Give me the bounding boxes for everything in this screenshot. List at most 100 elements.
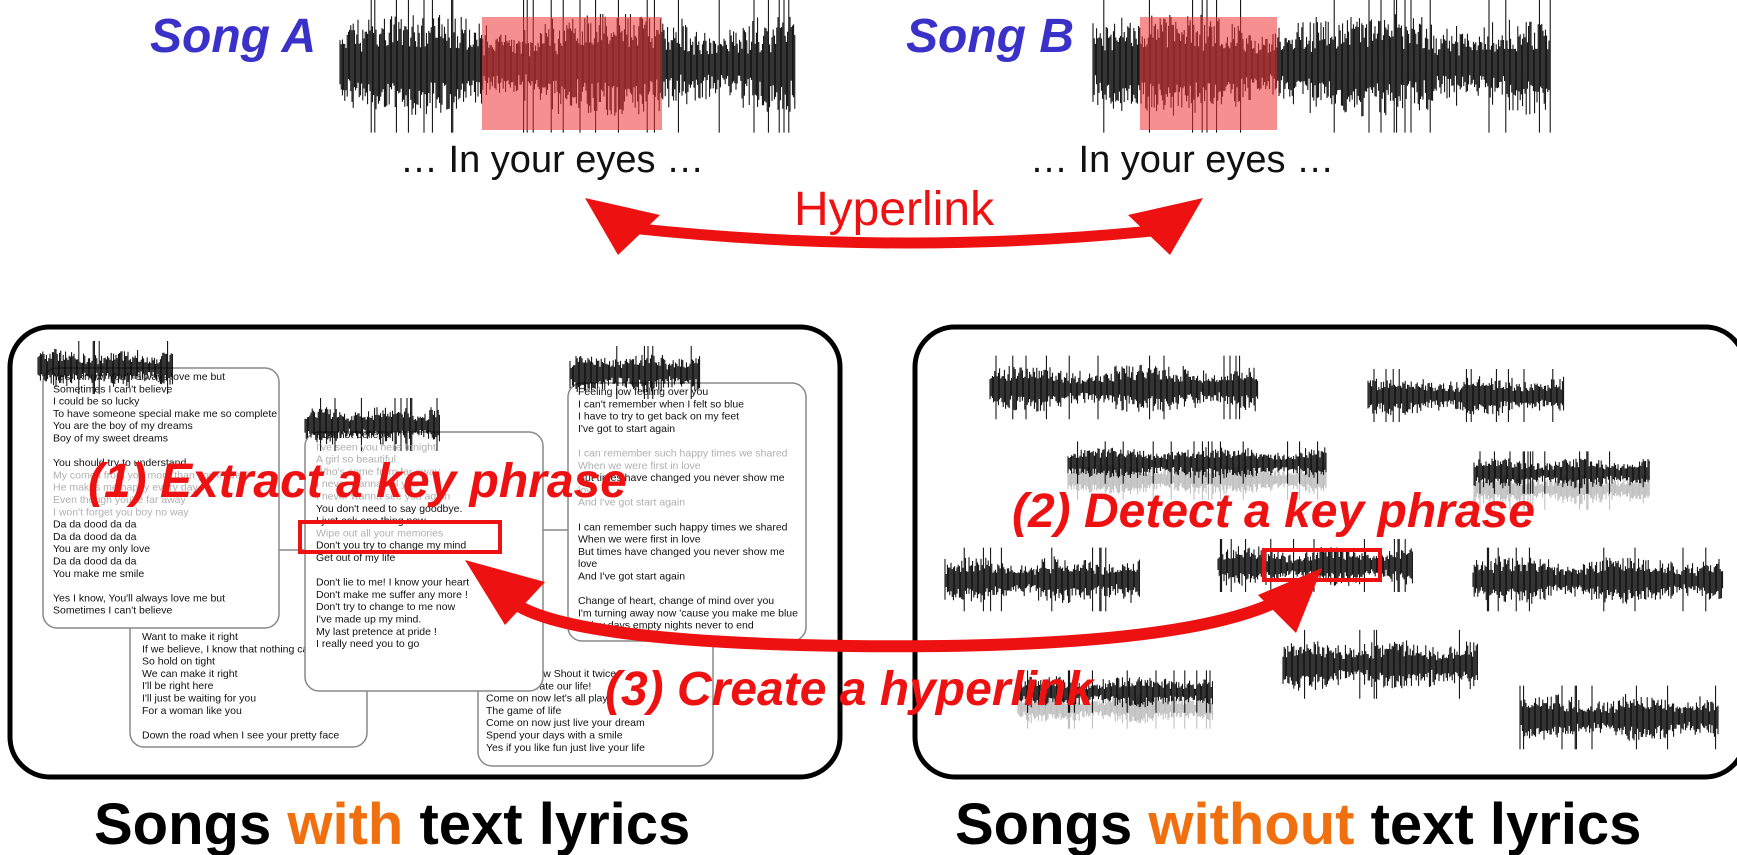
waveform	[1519, 685, 1719, 750]
lyric-line: You are the boy of my dreams	[53, 420, 193, 432]
lyric-line: If we believe, I know that nothing can	[142, 643, 314, 655]
lyric-line: Don't try to change to me now	[316, 601, 456, 613]
lyric-line: Feeling low feeling over you	[578, 386, 708, 398]
create-hyperlink-arrow	[465, 560, 1322, 653]
lyric-line: So hold on tight	[142, 656, 215, 668]
lyric-line: Wipe out all your memories	[316, 527, 443, 539]
lyric-line: I'm turning away now 'cause you make me …	[578, 607, 798, 619]
song-a-waveform	[339, 0, 796, 133]
lyric-line: Don't you try to change my mind	[316, 540, 466, 552]
lyric-line: Come on now let's all play	[486, 693, 608, 705]
lyric-line: Sometimes I can't believe	[53, 383, 172, 395]
lyric-line: I'll just be waiting for you	[142, 693, 256, 705]
caption-with-lyrics: Songs with text lyrics	[94, 792, 690, 855]
song-a-label: Song A	[150, 10, 316, 63]
extracted-phrase-box	[298, 520, 502, 554]
lyric-line: Da da dood da da	[53, 531, 137, 543]
waveform	[944, 547, 1140, 612]
waveform	[1282, 629, 1478, 699]
caption-right-post: text lyrics	[1355, 792, 1642, 855]
lyric-line: My last pretence at pride !	[316, 626, 437, 638]
lyric-line: Even though you're far away	[53, 494, 187, 506]
waveform-reflection	[1067, 457, 1327, 500]
waveform	[37, 341, 173, 394]
lyric-line: Don't lie to me! I know your heart	[316, 577, 469, 589]
lyric-line: To have someone special make me so compl…	[53, 408, 277, 420]
caption-without-lyrics: Songs without text lyrics	[955, 792, 1641, 855]
lyric-line: Get out of my life	[316, 552, 396, 564]
lyric-line: And I've got start again	[578, 571, 685, 583]
lyric-line: I really need you to go	[316, 638, 419, 650]
waveform	[569, 346, 701, 399]
lyric-line: I can remember such happy times we share…	[578, 448, 788, 460]
song-b-waveform	[1092, 0, 1551, 133]
lyric-line: I can't remember when I felt so blue	[578, 398, 744, 410]
song-a-highlight-region	[482, 17, 662, 130]
waveform	[989, 355, 1259, 420]
lyric-line: Da da dood da da	[53, 556, 137, 568]
caption-right-pre: Songs	[955, 792, 1148, 855]
hyperlink-arrow	[585, 198, 1203, 255]
waveform	[1473, 451, 1650, 494]
song-b-phrase: … In your eyes …	[1030, 139, 1334, 181]
audio-waveforms	[944, 355, 1724, 750]
lyric-line: I cannot believe	[316, 429, 390, 441]
song-a-phrase: … In your eyes …	[400, 139, 704, 181]
lyric-line: The game of life	[486, 705, 561, 717]
waveform	[1217, 539, 1413, 592]
caption-right-accent: without	[1147, 792, 1354, 855]
waveform	[1067, 441, 1327, 484]
caption-left-pre: Songs	[94, 792, 287, 855]
caption-left-accent: with	[286, 792, 403, 855]
lyric-line: I've made up my mind.	[316, 614, 421, 626]
hyperlink-label: Hyperlink	[794, 183, 995, 236]
lyric-line: I never wanna see you again	[316, 491, 450, 503]
waveform	[1367, 369, 1565, 422]
lyric-line: I won't forget you boy no way	[53, 506, 189, 518]
lyric-line: I'll be right here	[142, 680, 214, 692]
lyric-card-1: Yes I know, You'll always love me butSom…	[37, 341, 280, 629]
lyric-line: I have to try to get back on my feet	[578, 411, 739, 423]
waveform	[304, 398, 440, 451]
lyric-line: love	[578, 558, 597, 570]
lyric-line: We can make it right	[142, 668, 238, 680]
lyric-line: But times have changed you never show me	[578, 472, 785, 484]
lyric-line: And I've got start again	[578, 497, 685, 509]
lyric-line: He makes me happy every day	[53, 482, 198, 494]
lyric-line: Yes I know, You'll always love me but	[53, 592, 225, 604]
lyric-line: Yes if you like fun just live your life	[486, 742, 645, 754]
lyric-line: A girl so beautiful	[316, 454, 396, 466]
lyric-line: I've seen you here tonight	[316, 441, 436, 453]
lyric-line: I could be so lucky	[53, 396, 140, 408]
lyric-line: You make me smile	[53, 568, 144, 580]
song-b-label: Song B	[906, 10, 1074, 63]
lyric-line: But times have changed you never show me	[578, 546, 785, 558]
lyric-line: You should try to understand	[53, 457, 186, 469]
lyric-line: Sometimes I can't believe	[53, 605, 172, 617]
detected-phrase-box	[1262, 548, 1382, 582]
lyric-line: When we were first in love	[578, 460, 701, 472]
lyric-line: You are my only love	[53, 543, 150, 555]
lyric-line: My comes from you more than you'll ever	[53, 469, 245, 481]
lyric-line: Down the road when I see your pretty fac…	[142, 729, 339, 741]
lyric-line: love	[578, 484, 597, 496]
lyric-line: Spend your days with a smile	[486, 730, 623, 742]
waveform	[1472, 547, 1724, 612]
lyric-line: When we were first in love	[578, 534, 701, 546]
lyric-line: Come on now just live your dream	[486, 717, 645, 729]
lyric-line: Who's come from far away	[316, 466, 441, 478]
lyric-line: I never wanna tell you	[316, 478, 418, 490]
lyric-line: You don't need to say goodbye.	[316, 503, 462, 515]
song-b-highlight-region	[1140, 17, 1277, 130]
step-extract-label: (1) Extract a key phrase	[88, 455, 627, 508]
caption-left-post: text lyrics	[403, 792, 690, 855]
lyric-line: Boy of my sweet dreams	[53, 433, 168, 445]
lyric-line: Want to make it right	[142, 631, 238, 643]
lyric-line: Don't make me suffer any more !	[316, 589, 468, 601]
lyric-line: Da da dood da da	[53, 519, 137, 531]
waveform	[1017, 670, 1213, 713]
step-create-label: (3) Create a hyperlink	[605, 663, 1095, 716]
